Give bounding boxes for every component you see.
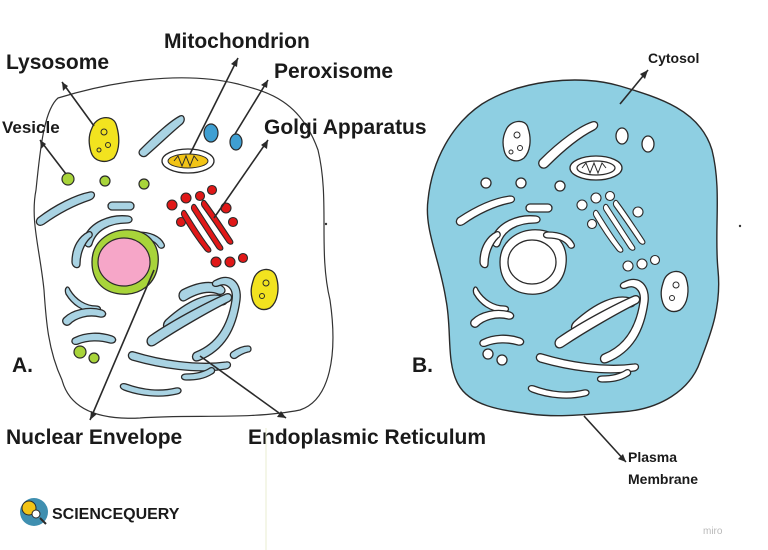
lysosome-b [660,270,689,313]
nucleus [91,229,159,295]
mitochondrion-b [569,155,623,181]
er-lower [180,366,216,381]
er-lower-b [470,278,649,399]
brand-name: SCIENCEQUERY [52,506,180,523]
label-plasma-2: Membrane [628,471,698,487]
label-lysosome: Lysosome [6,51,109,74]
er-nuclear [71,230,93,269]
label-plasma-1: Plasma [628,449,677,465]
vesicle [88,352,100,364]
label-peroxisome: Peroxisome [274,60,393,83]
peroxisome [203,123,219,143]
label-panel-a: A. [12,354,33,377]
er-fragment [138,114,185,158]
peroxisome [229,133,243,151]
er-lower [191,276,241,362]
label-cytosol: Cytosol [648,50,699,66]
er-fragment [35,191,96,226]
label-mitochondrion: Mitochondrion [164,30,310,53]
er-lower [229,345,252,360]
er-lower [119,382,182,397]
cell-a [33,77,334,419]
golgi-b [576,190,661,272]
er-b [538,121,599,169]
label-panel-b: B. [412,354,433,377]
vesicle [61,172,75,186]
lysosome-b [502,120,531,162]
er-lower [146,293,233,347]
nucleus-b [472,215,576,313]
label-golgi: Golgi Apparatus [264,116,427,139]
mitochondrion [161,148,215,174]
pointers-b [583,69,649,463]
lysosome [250,268,279,311]
cell-b [426,79,720,417]
label-nuclear-envelope: Nuclear Envelope [6,426,182,449]
label-endoplasmic-reticulum: Endoplasmic Reticulum [248,426,486,449]
vesicle [138,178,150,190]
vesicle [99,175,111,187]
sciencequery-logo: SCIENCEQUERY [20,498,180,526]
er-fragment [107,201,135,211]
golgi-apparatus [166,184,249,268]
peroxisome-b [641,135,655,153]
er-lower [71,332,117,346]
peroxisome-b [615,127,629,145]
label-vesicle: Vesicle [2,118,60,137]
er-nuclear [83,215,133,248]
er-b [455,195,516,226]
er-lower [127,351,232,372]
vesicle [73,345,87,359]
cell-a-membrane [33,77,334,419]
watermark: miro [703,526,723,537]
er-lower [62,307,107,326]
pointers-a [39,57,287,421]
